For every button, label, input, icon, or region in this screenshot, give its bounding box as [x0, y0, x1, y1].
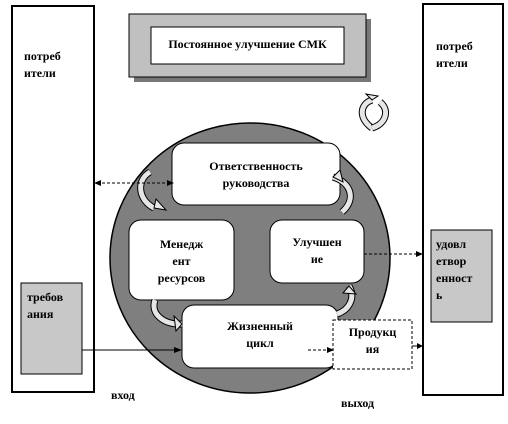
satisfaction-arrowhead	[416, 251, 423, 257]
improvement-label: Улучшен ие	[270, 234, 364, 268]
cycle-arrow-top-left-fill	[138, 169, 156, 211]
requirements-box	[20, 282, 83, 375]
output-label: выход	[341, 396, 375, 410]
satisfaction-label-line3: енност	[436, 271, 473, 285]
requirements-label-line2: ания	[27, 307, 54, 321]
title-box-inner	[150, 26, 345, 65]
feedback-arrowhead-left	[94, 180, 101, 186]
requirements-label-line1: требов	[27, 290, 64, 304]
product-to-customer-arrowhead	[417, 343, 423, 349]
requirements-label: требов ания	[27, 289, 63, 323]
customers-right-box	[422, 3, 504, 396]
input-arrowhead	[174, 347, 182, 353]
input-label: вход	[111, 388, 135, 402]
cycle-arrowhead-top-left	[153, 197, 168, 211]
satisfaction-label-line1: удовл	[436, 237, 467, 251]
circular-arrow-icon-fill	[359, 97, 374, 131]
lifecycle-label-line1: Жизненный	[227, 319, 293, 333]
cycle-arrowhead-bottom-right	[341, 285, 358, 295]
improvement-box	[269, 219, 365, 284]
customers-right-label: потреб ители	[436, 38, 473, 72]
improvement-label-line1: Улучшен	[292, 235, 342, 249]
resources-label-line3: ресурсов	[157, 271, 206, 285]
responsibility-label: Ответственность руководства	[172, 158, 340, 192]
responsibility-label-line2: руководства	[222, 176, 290, 190]
customers-left-label-line1: потреб	[24, 49, 61, 63]
improvement-label-line2: ие	[310, 252, 324, 266]
satisfaction-label-line2: етвор	[436, 254, 467, 268]
resources-label-line2: ент	[172, 254, 191, 268]
customers-left-label: потреб ители	[24, 48, 61, 82]
resources-label-line1: Менедж	[159, 237, 204, 251]
resources-label: Менедж ент ресурсов	[129, 236, 234, 287]
lifecycle-label: Жизненный цикл	[182, 318, 338, 352]
product-box	[332, 319, 413, 370]
circular-arrow-icon-right-fill	[371, 100, 389, 131]
satisfaction-box	[430, 229, 493, 323]
product-label: Продукц ия	[333, 324, 412, 358]
feedback-arrowhead-right	[167, 180, 174, 186]
resources-box	[128, 219, 235, 301]
satisfaction-label: удовл етвор енност ь	[436, 236, 472, 304]
lifecycle-label-line2: цикл	[246, 336, 274, 350]
cycle-arrowhead-bottom-left	[173, 314, 183, 333]
cycle-arrowhead-top-right	[332, 169, 344, 183]
circular-arrowhead-icon	[364, 93, 380, 101]
product-label-line1: Продукц	[348, 325, 397, 339]
product-label-line2: ия	[365, 342, 380, 356]
satisfaction-label-line4: ь	[436, 288, 443, 302]
customers-right-label-line1: потреб	[436, 39, 473, 53]
output-arrowhead	[327, 347, 334, 353]
diagram-title: Постоянное улучшение СМК	[168, 37, 327, 51]
customers-left-label-line2: ители	[24, 66, 56, 80]
responsibility-label-line1: Ответственность	[209, 159, 303, 173]
customers-right-label-line2: ители	[436, 56, 468, 70]
